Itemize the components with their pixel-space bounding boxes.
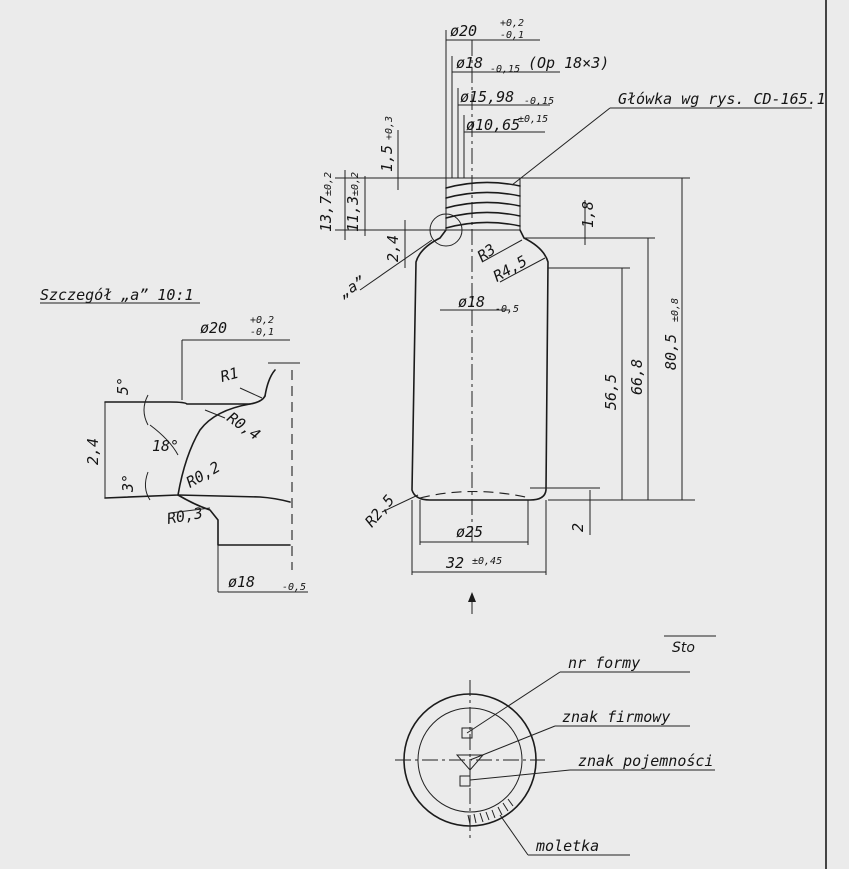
bottle-d18-neck-tol: -0,5 bbox=[495, 304, 519, 315]
detail-angle-5: 5° bbox=[114, 377, 132, 395]
label-nr-formy: nr formy bbox=[568, 654, 640, 672]
label-znak-pojemnosci: znak pojemności bbox=[578, 752, 713, 770]
bottle-side-view: ø20 +0,2 -0,1 ø18 -0,15 (Op 18×3) ø15,98… bbox=[317, 18, 826, 614]
bottle-head-note: Główka wg rys. CD-165.1 bbox=[618, 90, 826, 108]
bottle-h15: 1,5 bbox=[378, 145, 396, 172]
detail-r03: R0,3 bbox=[166, 504, 205, 528]
label-moletka: moletka bbox=[535, 837, 599, 855]
bottle-d1598-tol: -0,15 bbox=[524, 96, 554, 107]
company-mark bbox=[455, 754, 485, 771]
label-znak-firmowy: znak firmowy bbox=[562, 708, 670, 726]
mold-number-mark bbox=[461, 727, 473, 739]
knurl-marks bbox=[467, 798, 514, 825]
bottle-body-outline bbox=[411, 229, 549, 501]
detail-bot-dia: ø18 bbox=[228, 573, 255, 591]
detail-top-dia-tol-upper: +0,2 bbox=[250, 315, 274, 326]
bottle-d25: ø25 bbox=[456, 523, 483, 541]
bottle-d1598: ø15,98 bbox=[460, 88, 514, 106]
detail-top-dia: ø20 bbox=[200, 319, 227, 337]
bottle-h113: 11,3 bbox=[344, 196, 362, 232]
detail-a-circle bbox=[429, 213, 463, 247]
bottle-r25: R2,5 bbox=[361, 491, 398, 530]
detail-a-view: Szczegół „a” 10:1 ø20 +0,2 -0,1 2,4 5° 1… bbox=[40, 286, 308, 593]
bottle-thread-spec: (Op 18×3) bbox=[528, 54, 609, 72]
bottle-detail-ref: „a” bbox=[335, 272, 368, 302]
detail-h24: 2,4 bbox=[84, 438, 102, 465]
bottle-r3: R3 bbox=[474, 240, 499, 265]
bottle-h2: 2 bbox=[569, 523, 587, 532]
detail-angle-3: 3° bbox=[119, 474, 137, 493]
bottle-h113-tol: ±0,2 bbox=[350, 172, 361, 196]
detail-title: Szczegół „a” 10:1 bbox=[40, 286, 194, 304]
detail-r02: R0,2 bbox=[183, 458, 223, 492]
bottle-h565: 56,5 bbox=[602, 374, 620, 410]
detail-profile-bead bbox=[104, 403, 251, 499]
bottle-h805: 80,5 bbox=[662, 334, 680, 370]
detail-top-dia-tol-lower: -0,1 bbox=[250, 327, 274, 338]
detail-angle-18: 18° bbox=[152, 437, 179, 455]
bottle-d20: ø20 bbox=[450, 22, 477, 40]
bottom-view: Sto nr formy znak firmowy znak pojemnośc… bbox=[395, 635, 716, 856]
capacity-mark bbox=[459, 775, 471, 787]
bottle-h805-tol: ±0,8 bbox=[670, 298, 681, 322]
bottle-d1065-tol: ±0,15 bbox=[518, 114, 548, 125]
bottle-d20-tol-upper: +0,2 bbox=[500, 18, 524, 29]
bottle-h24: 2,4 bbox=[384, 235, 402, 262]
detail-bot-dia-tol: -0,5 bbox=[282, 582, 306, 593]
detail-profile-neck bbox=[177, 494, 291, 546]
bottle-h15-tol: +0,3 bbox=[384, 116, 395, 140]
bottle-head-leader bbox=[511, 107, 611, 186]
bottle-d20-tol-lower: -0,1 bbox=[500, 30, 524, 41]
bottle-d18-thread-tol: -0,15 bbox=[490, 64, 520, 75]
bottle-h668: 66,8 bbox=[628, 359, 646, 395]
bottle-thread bbox=[445, 181, 521, 229]
bottle-d32: 32 bbox=[445, 554, 464, 572]
bottle-d18-neck: ø18 bbox=[458, 293, 485, 311]
bottle-h18: 1,8 bbox=[579, 201, 597, 228]
bottle-d1065: ø10,65 bbox=[466, 116, 520, 134]
bottle-h137-tol: ±0,2 bbox=[323, 172, 334, 196]
bottle-d18-thread: ø18 bbox=[456, 54, 483, 72]
handwritten-note: Sto bbox=[672, 640, 695, 656]
detail-r1: R1 bbox=[218, 364, 240, 386]
bottle-d32-tol: ±0,45 bbox=[472, 556, 502, 567]
detail-r04: R0,4 bbox=[224, 409, 264, 444]
bottle-h137: 13,7 bbox=[317, 196, 335, 232]
bottle-base-punt bbox=[419, 491, 531, 499]
bottle-thread-region bbox=[445, 177, 521, 231]
detail-profile-top bbox=[104, 395, 266, 405]
